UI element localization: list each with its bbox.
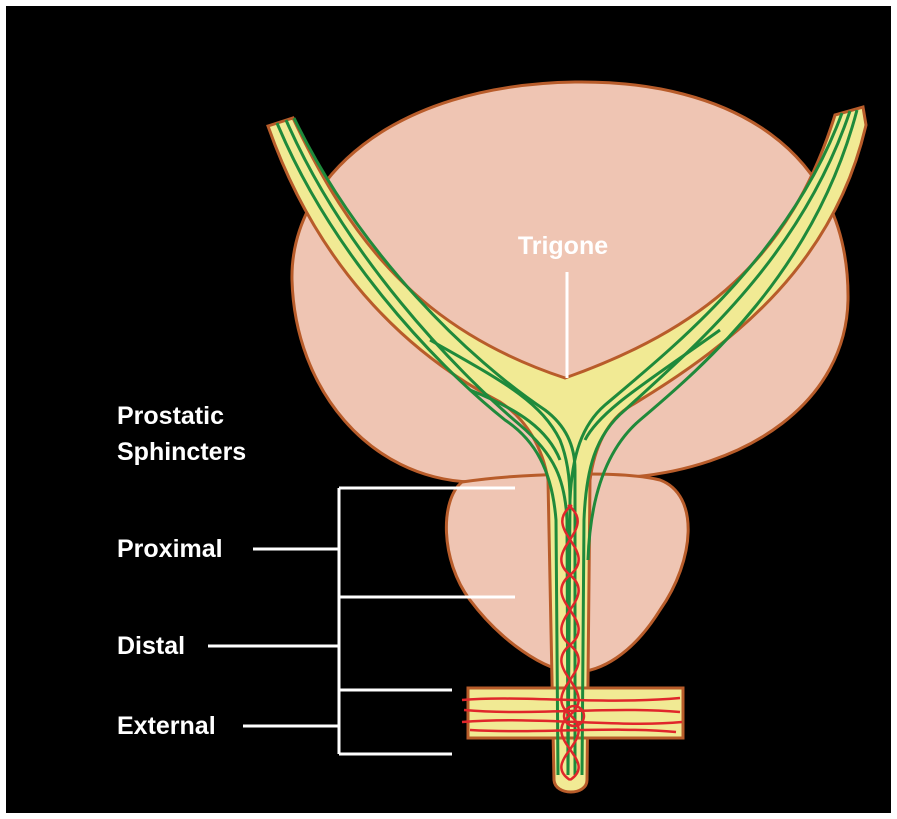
trigone-label: Trigone	[518, 232, 608, 260]
group-title-line2: Sphincters	[117, 438, 246, 466]
proximal-label: Proximal	[117, 535, 223, 563]
distal-label: Distal	[117, 632, 185, 660]
external-label: External	[117, 712, 216, 740]
group-title-line1: Prostatic	[117, 402, 224, 430]
